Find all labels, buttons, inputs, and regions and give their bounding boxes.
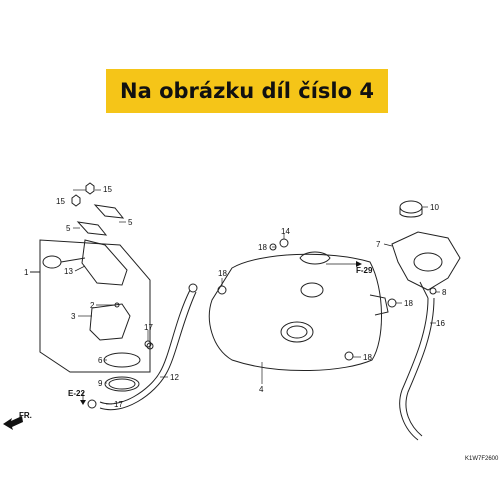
callout-1: 1: [24, 268, 29, 277]
fuel-pump-group: [30, 182, 151, 392]
callout-9: 9: [98, 379, 103, 388]
pump-mount-ring: [280, 321, 314, 343]
callout-10: 10: [430, 203, 439, 212]
fuel-filter-13: [42, 255, 62, 269]
fuel-tank-4: [208, 251, 389, 372]
bracket-5-top: [93, 204, 125, 219]
bolt-18-c: [387, 298, 397, 308]
callout-6: 6: [98, 356, 103, 365]
callout-5-left: 5: [66, 224, 71, 233]
fuel-pump-body: [81, 239, 128, 286]
diagram-code: K1W7F2600: [465, 456, 499, 462]
front-direction-label: FR.: [19, 411, 32, 420]
e22-arrow-icon: [80, 400, 86, 405]
callout-3: 3: [71, 312, 76, 321]
callout-12: 12: [170, 373, 179, 382]
callout-14: 14: [281, 227, 290, 236]
callout-18-bottom: 18: [363, 353, 372, 362]
bracket-5-left: [76, 221, 108, 236]
ref-f29: F-29: [356, 266, 373, 275]
ref-e22: E-22: [68, 389, 85, 398]
callout-17-lower: 17: [114, 400, 123, 409]
nut-15-left: [71, 194, 81, 207]
callout-17-upper: 17: [144, 323, 153, 332]
gasket-6: [103, 352, 141, 368]
part-number-banner: Na obrázku díl číslo 4: [106, 69, 388, 113]
nut-15-top: [85, 182, 95, 195]
callout-18-top: 18: [258, 243, 267, 252]
callout-13: 13: [64, 267, 73, 276]
callout-5-top: 5: [128, 218, 133, 227]
fuel-cap-10: [399, 200, 423, 214]
callout-2: 2: [90, 301, 95, 310]
bolt-18-d: [344, 351, 354, 361]
o-ring-9: [104, 376, 140, 392]
front-direction-arrow-icon: [3, 416, 23, 430]
callout-16: 16: [436, 319, 445, 328]
callout-15-top: 15: [103, 185, 112, 194]
banner-text: Na obrázku díl číslo 4: [120, 79, 374, 103]
callout-4: 4: [259, 385, 264, 394]
filler-neck-7: [391, 200, 461, 299]
bolt-18-a: [217, 285, 227, 295]
fuel-hose-12: [87, 283, 198, 411]
callout-18-right: 18: [404, 299, 413, 308]
bolt-14: [279, 238, 289, 248]
drain-hose-16: [399, 297, 435, 441]
callout-8: 8: [442, 288, 447, 297]
callout-18-left: 18: [218, 269, 227, 278]
f29-arrow-icon: [356, 261, 362, 267]
clip-8: [429, 287, 437, 295]
callout-7: 7: [376, 240, 381, 249]
pump-cover-3: [89, 303, 131, 341]
callout-15-left: 15: [56, 197, 65, 206]
